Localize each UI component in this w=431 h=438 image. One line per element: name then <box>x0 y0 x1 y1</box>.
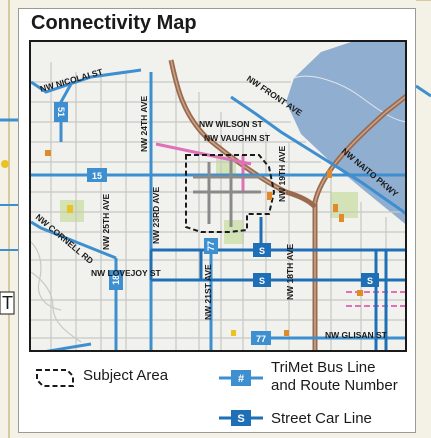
street-label-wilson: NW WILSON ST <box>199 119 264 129</box>
street-label-19th: NW 19TH AVE <box>277 145 287 202</box>
route-badge-77[interactable]: 77 <box>204 238 218 254</box>
street-label-nicolai: NW NICOLAI ST <box>39 66 105 94</box>
svg-text:77: 77 <box>206 241 216 251</box>
street-car-legend-icon: S <box>219 410 263 426</box>
street-label-vaughn: NW VAUGHN ST <box>204 133 271 143</box>
legend-street-car-label: Street Car Line <box>271 410 372 427</box>
street-label-25th: NW 25TH AVE <box>101 193 111 250</box>
street-car-badge[interactable]: S <box>361 273 379 287</box>
svg-text:S: S <box>259 246 265 256</box>
svg-text:77: 77 <box>256 334 266 344</box>
river <box>286 42 405 224</box>
svg-text:#: # <box>238 373 244 385</box>
street-label-21st: NW 21ST AVE <box>203 264 213 320</box>
svg-text:15: 15 <box>92 171 102 181</box>
street-label-23rd: NW 23RD AVE <box>151 187 161 244</box>
svg-text:51: 51 <box>56 107 66 117</box>
street-label-glisan: NW GLISAN ST <box>325 330 388 340</box>
map-frame: 15 77 77 18 51 S <box>29 40 407 352</box>
route-badge-18[interactable]: 18 <box>109 270 123 290</box>
svg-text:18: 18 <box>111 275 121 285</box>
route-badge-15[interactable]: 15 <box>87 168 107 182</box>
street-label-lovejoy: NW LOVEJOY ST <box>91 268 162 278</box>
connectivity-map-panel: Connectivity Map <box>18 8 416 433</box>
highway <box>168 59 405 350</box>
legend-bus-line-text-2: and Route Number <box>271 377 398 394</box>
svg-text:S: S <box>367 276 373 286</box>
street-car-lines <box>149 217 405 350</box>
legend: Subject Area # TriMet Bus Line and Route… <box>19 354 417 434</box>
marker-flags <box>45 150 363 336</box>
legend-bus-line-label: TriMet Bus Line and Route Number <box>271 359 398 395</box>
legend-subject-area-label: Subject Area <box>83 367 169 384</box>
edge-fragment-text: T <box>2 293 13 313</box>
subject-area-legend-icon <box>36 369 74 387</box>
street-label-18th: NW 18TH AVE <box>285 243 295 300</box>
bus-line-legend-icon: # <box>219 370 263 386</box>
subject-area-outline <box>185 154 276 233</box>
street-car-badge[interactable]: S <box>253 273 271 287</box>
street-car-badge[interactable]: S <box>253 243 271 257</box>
route-badge-77-south[interactable]: 77 <box>251 331 271 345</box>
page-title: Connectivity Map <box>31 12 197 34</box>
svg-text:S: S <box>237 413 244 425</box>
svg-text:S: S <box>259 276 265 286</box>
map-canvas: 15 77 77 18 51 S <box>31 42 405 350</box>
legend-bus-line-text-1: TriMet Bus Line <box>271 359 376 376</box>
street-label-24th: NW 24TH AVE <box>139 95 149 152</box>
route-badge-51[interactable]: 51 <box>54 102 68 122</box>
